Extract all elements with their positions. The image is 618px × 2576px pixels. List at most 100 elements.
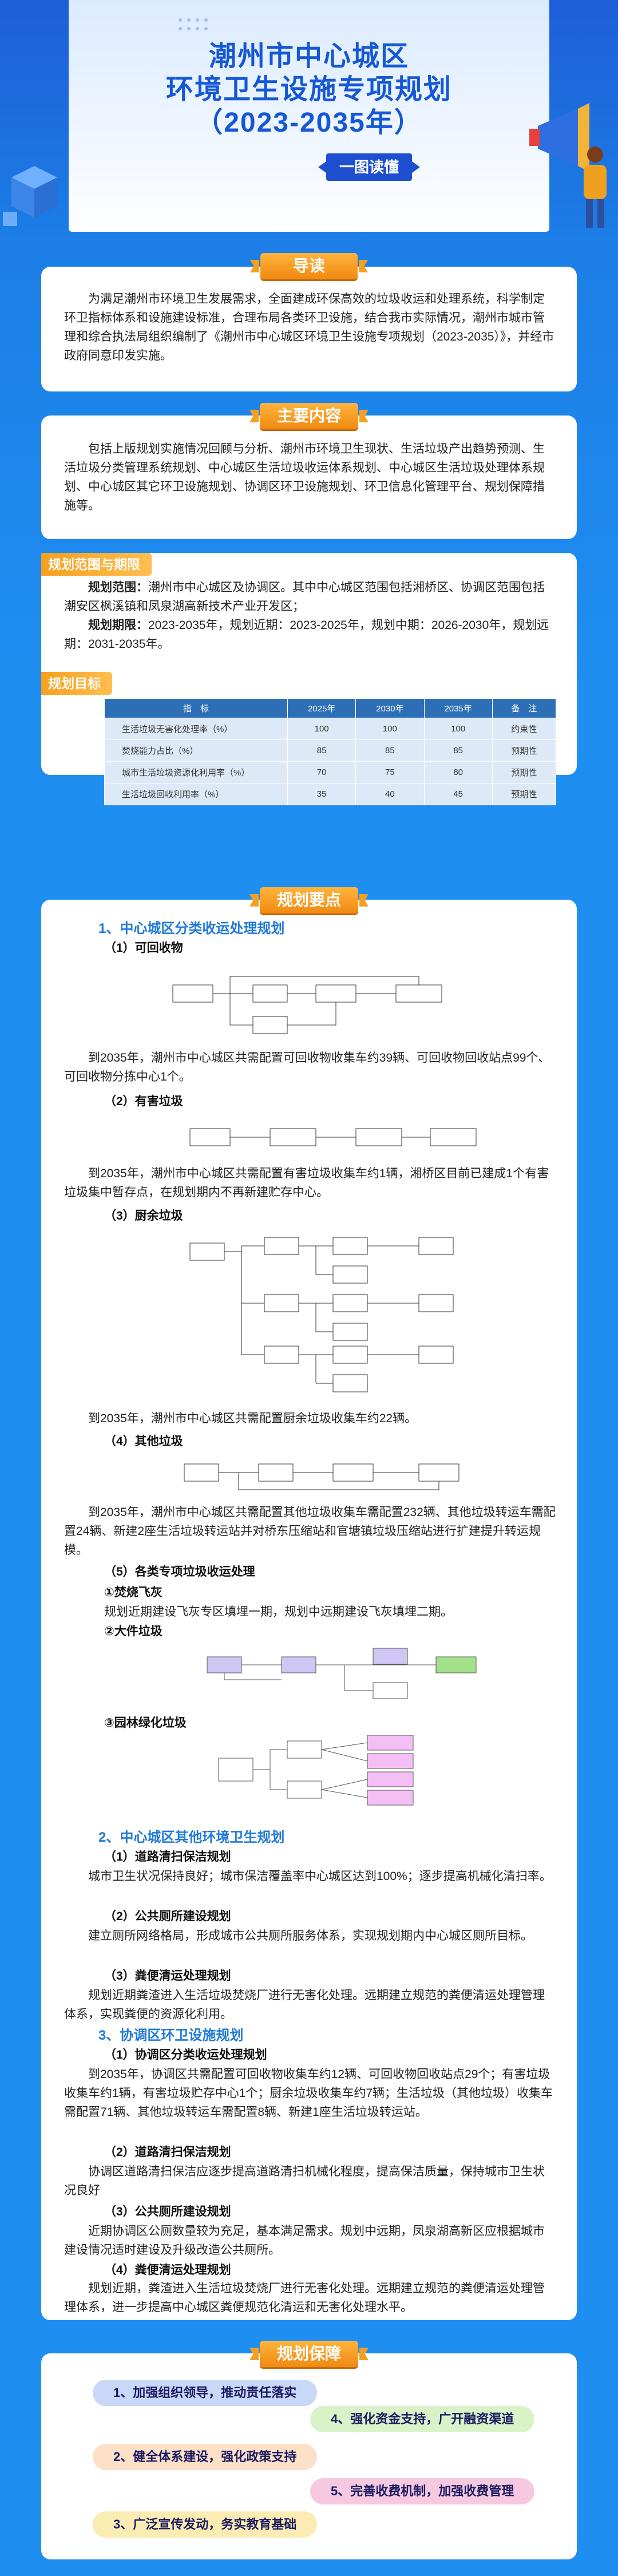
megaphone-person-icon (529, 103, 607, 228)
guarantee-label: 规划保障 (259, 2341, 359, 2367)
table-cell: 85 (423, 739, 493, 762)
coord-road-text: 协调区道路清扫保洁应逐步提高道路清扫机械化程度，提高保洁质量，保持城市卫生状况良… (64, 2165, 545, 2197)
hazardous-flowchart (189, 1128, 477, 1146)
feces-text: 规划近期粪渣进入生活垃圾焚烧厂进行无害化处理。远期建立规范的粪便清运处理管理体系… (64, 1989, 545, 2021)
guarantee-item: 2、健全体系建设，强化政策支持 (93, 2444, 318, 2470)
table-cell: 45 (423, 783, 493, 805)
special-waste-title: （5）各类专项垃圾收运处理 (104, 1565, 255, 1578)
table-cell: 100 (355, 718, 425, 740)
period-text: 2023-2035年，规划近期：2023-2025年，规划中期：2026-203… (64, 619, 549, 651)
kitchen-title: （3）厨余垃圾 (104, 1209, 183, 1222)
table-cell: 预期性 (492, 761, 557, 784)
table-cell: 75 (355, 761, 425, 784)
table-cell: 预期性 (492, 739, 557, 762)
table-cell: 约束性 (492, 718, 557, 740)
guarantee-item: 3、广泛宣传发动，务实教育基础 (93, 2511, 318, 2538)
bulky-waste-title: ②大件垃圾 (104, 1625, 163, 1638)
section-3-title: 3、协调区环卫设施规划 (98, 2028, 244, 2043)
table-cell: 85 (287, 739, 356, 762)
bulky-waste-flowchart (207, 1648, 477, 1699)
header-banner: 潮州市中心城区 环境卫生设施专项规划 （2023-2035年） 一图读懂 (69, 0, 549, 232)
other-waste-text: 到2035年，潮州市中心城区共需配置其他垃圾收集车需配置232辆、其他垃圾转运车… (64, 1506, 556, 1557)
kitchen-text: 到2035年，潮州市中心城区共需配置厨余垃圾收集车约22辆。 (88, 1412, 417, 1425)
intro-label: 导读 (260, 253, 358, 279)
road-cleaning-text: 城市卫生状况保持良好；城市保洁覆盖率中心城区达到100%；逐步提高机械化清扫率。 (88, 1870, 552, 1883)
coord-toilet-title: （3）公共厕所建设规划 (104, 2205, 231, 2218)
other-waste-flowchart (184, 1463, 459, 1490)
table-header: 2025年 (287, 698, 356, 718)
coord-sort-title: （1）协调区分类收运处理规划 (104, 2048, 267, 2061)
cube-decoration-icon (3, 166, 57, 226)
section-1-title: 1、中心城区分类收运处理规划 (98, 921, 285, 936)
guarantee-item: 5、完善收费机制，加强收费管理 (310, 2478, 535, 2504)
points-label: 规划要点 (259, 887, 359, 913)
table-cell: 城市生活垃圾资源化利用率（%） (104, 761, 288, 784)
table-cell: 80 (423, 761, 493, 784)
dots-decoration-icon (179, 18, 208, 30)
period-key: 规划期限： (88, 619, 148, 632)
table-header: 2030年 (355, 698, 425, 718)
toilet-title: （2）公共厕所建设规划 (104, 1910, 231, 1923)
scope-card: 规划范围与期限 规划范围：潮州市中心城区及协调区。其中中心城区范围包括湘桥区、协… (41, 553, 577, 805)
section-2-title: 2、中心城区其他环境卫生规划 (98, 1830, 285, 1845)
table-cell: 100 (287, 718, 356, 740)
recyclable-title: （1）可回收物 (104, 941, 183, 955)
intro-text: 为满足潮州市环境卫生发展需求，全面建成环保高效的垃圾收运和处理系统，科学制定环卫… (64, 292, 554, 362)
table-header: 2035年 (423, 698, 493, 718)
green-waste-flowchart (218, 1735, 414, 1806)
points-card: 规划要点 1、中心城区分类收运处理规划 （1）可回收物 到2035年，潮州市中心… (41, 887, 577, 2320)
title-line-2: 环境卫生设施专项规划 (165, 74, 452, 105)
page-title: 潮州市中心城区 环境卫生设施专项规划 （2023-2035年） (69, 40, 549, 140)
coord-road-title: （2）道路清扫保洁规划 (104, 2146, 231, 2159)
table-cell: 100 (423, 718, 493, 740)
feces-title: （3）粪便清运处理规划 (104, 1969, 231, 1983)
other-waste-title: （4）其他垃圾 (104, 1435, 183, 1448)
table-cell: 焚烧能力占比（%） (104, 739, 288, 762)
table-cell: 生活垃圾无害化处理率（%） (104, 718, 288, 740)
toilet-text: 建立厕所网络格局，形成城市公共厕所服务体系，实现规划期内中心城区厕所目标。 (88, 1929, 533, 1942)
green-waste-title: ③园林绿化垃圾 (104, 1716, 187, 1730)
table-cell: 预期性 (492, 783, 557, 805)
guarantee-item: 1、加强组织领导，推动责任落实 (93, 2380, 318, 2406)
guarantee-item: 4、强化资金支持，广开融资渠道 (310, 2406, 535, 2432)
title-line-3: （2023-2035年） (195, 108, 423, 138)
scope-label: 规划范围与期限 (41, 553, 152, 576)
subtitle-tag: 一图读懂 (318, 153, 420, 181)
coord-toilet-text: 近期协调区公厕数量较为充足，基本满足需求。规划中远期，凤泉湖高新区应根据城市建设… (64, 2225, 545, 2257)
range-text: 潮州市中心城区及协调区。其中中心城区范围包括湘桥区、协调区范围包括潮安区枫溪镇和… (64, 581, 545, 613)
coord-sort-text: 到2035年，协调区共需配置可回收物收集车约12辆、可回收物回收站点29个；有害… (64, 2068, 553, 2119)
table-header-row: 指 标 2025年 2030年 2035年 备 注 (104, 698, 557, 718)
table-cell: 40 (355, 783, 425, 805)
table-cell: 85 (355, 739, 425, 762)
content-label: 主要内容 (259, 403, 359, 429)
recyclable-text: 到2035年，潮州市中心城区共需配置可回收物收集车约39辆、可回收物回收站点99… (64, 1051, 550, 1083)
table-cell: 35 (287, 783, 356, 805)
title-line-1: 潮州市中心城区 (208, 41, 409, 72)
content-text: 包括上版规划实施情况回顾与分析、潮州市环境卫生现状、生活垃圾产出趋势预测、生活垃… (64, 442, 545, 512)
target-label: 规划目标 (41, 672, 112, 695)
guarantee-card: 规划保障 1、加强组织领导，推动责任落实 4、强化资金支持，广开融资渠道 2、健… (41, 2341, 577, 2559)
hazardous-text: 到2035年，潮州市中心城区共需配置有害垃圾收集车约1辆，湘桥区目前已建成1个有… (64, 1167, 549, 1199)
road-cleaning-title: （1）道路清扫保洁规划 (104, 1850, 231, 1863)
coord-feces-title: （4）粪便清运处理规划 (104, 2264, 231, 2277)
fly-ash-title: ①焚烧飞灰 (104, 1586, 163, 1599)
scope-period: 规划期限：2023-2035年，规划近期：2023-2025年，规划中期：202… (64, 616, 556, 654)
content-card: 主要内容 包括上版规划实施情况回顾与分析、潮州市环境卫生现状、生活垃圾产出趋势预… (41, 403, 577, 539)
recyclable-flowchart (172, 976, 442, 1034)
target-table: 指 标 2025年 2030年 2035年 备 注 生活垃圾无害化处理率（%）1… (104, 698, 557, 805)
fly-ash-text: 规划近期建设飞灰专区填埋一期，规划中远期建设飞灰填埋二期。 (104, 1605, 453, 1619)
hazardous-title: （2）有害垃圾 (104, 1095, 183, 1108)
table-cell: 70 (287, 761, 356, 784)
coord-feces-text: 规划近期，粪渣进入生活垃圾焚烧厂进行无害化处理。远期建立规范的粪便清运处理管理体… (64, 2282, 545, 2314)
table-header: 指 标 (104, 698, 288, 718)
table-cell: 生活垃圾回收利用率（%） (104, 783, 288, 805)
scope-range: 规划范围：潮州市中心城区及协调区。其中中心城区范围包括湘桥区、协调区范围包括潮安… (64, 578, 556, 616)
intro-card: 导读 为满足潮州市环境卫生发展需求，全面建成环保高效的垃圾收运和处理系统，科学制… (41, 253, 577, 391)
kitchen-flowchart (189, 1237, 454, 1392)
table-header: 备 注 (492, 698, 557, 718)
